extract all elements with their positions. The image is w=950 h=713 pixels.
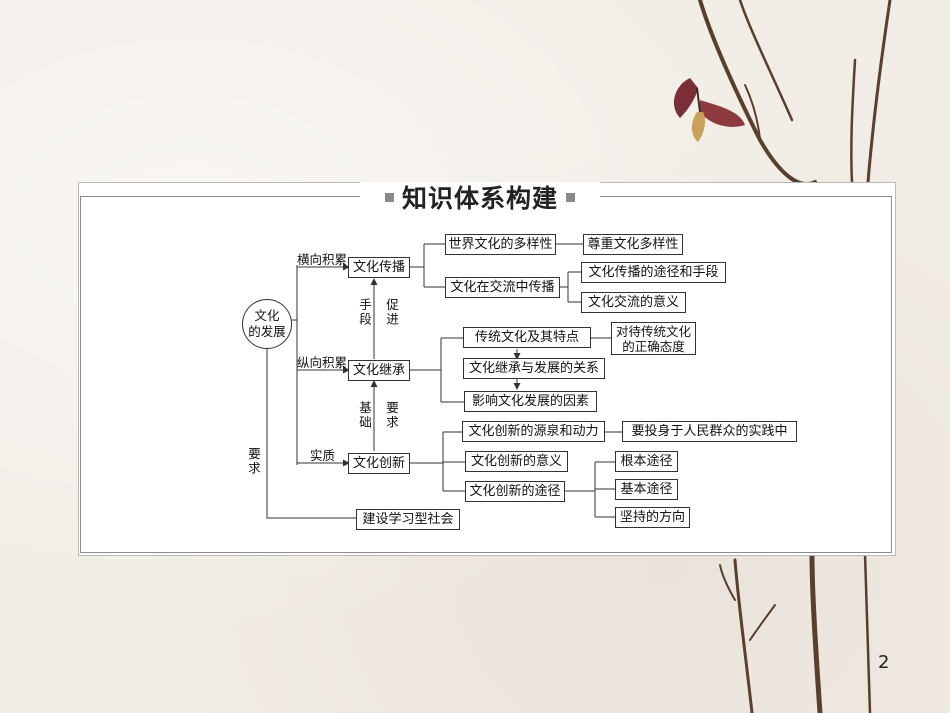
node-correct-attitude-line1: 对待传统文化 (615, 323, 691, 339)
page-number: 2 (878, 652, 890, 673)
edge-label-requirement-mid: 要求 (384, 401, 399, 430)
node-innovation-significance: 文化创新的意义 (465, 451, 568, 472)
node-learning-society: 建设学习型社会 (356, 509, 460, 530)
edge-label-means: 手段 (357, 298, 372, 327)
center-node-culture-development: 文化 的发展 (242, 299, 292, 349)
edge-label-horizontal: 横向积累 (297, 252, 348, 267)
title-bar: 知识体系构建 (360, 182, 600, 213)
node-fundamental-path: 根本途径 (615, 451, 678, 472)
center-node-line1: 文化 (254, 308, 280, 323)
node-exchange-significance: 文化交流的意义 (581, 292, 686, 313)
title-square-right-icon (566, 192, 575, 202)
node-cultural-transmission: 文化传播 (348, 257, 410, 278)
node-traditional-culture: 传统文化及其特点 (463, 327, 591, 348)
center-node-line2: 的发展 (248, 324, 286, 339)
node-cultural-inheritance: 文化继承 (348, 360, 410, 381)
node-direction-to-uphold: 坚持的方向 (615, 507, 690, 528)
node-cultural-innovation: 文化创新 (348, 453, 410, 474)
node-inheritance-development-relation: 文化继承与发展的关系 (463, 358, 605, 379)
node-spread-through-exchange: 文化在交流中传播 (445, 277, 560, 298)
node-development-factors: 影响文化发展的因素 (464, 391, 597, 412)
title-square-left-icon (384, 192, 394, 202)
node-innovation-source: 文化创新的源泉和动力 (462, 421, 605, 442)
node-correct-attitude-line2: 的正确态度 (622, 338, 685, 354)
edge-label-requirement-left: 要求 (246, 447, 261, 476)
edge-label-foundation: 基础 (357, 401, 372, 430)
node-practice-of-people: 要投身于人民群众的实践中 (622, 421, 797, 442)
node-transmission-channels: 文化传播的途径和手段 (581, 262, 726, 283)
node-world-cultural-diversity: 世界文化的多样性 (445, 234, 556, 255)
node-innovation-path: 文化创新的途径 (465, 481, 565, 502)
edge-label-vertical: 纵向积累 (297, 355, 348, 370)
node-respect-diversity: 尊重文化多样性 (583, 234, 683, 255)
node-basic-path: 基本途径 (615, 479, 678, 500)
edge-label-essence: 实质 (310, 448, 336, 463)
diagram-title: 知识体系构建 (401, 184, 558, 213)
edge-label-promote: 促进 (384, 298, 399, 327)
node-correct-attitude: 对待传统文化 的正确态度 (611, 322, 696, 355)
